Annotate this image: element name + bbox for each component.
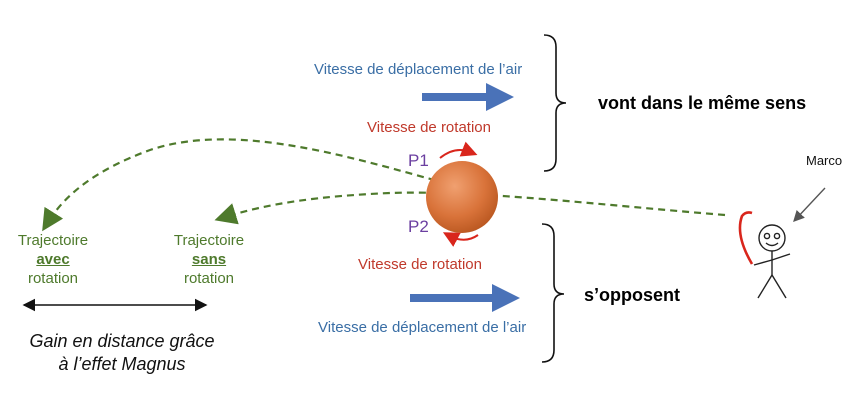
same-direction-label: vont dans le même sens (598, 93, 807, 113)
stick-figure (753, 224, 791, 299)
marco-label: Marco (806, 153, 843, 168)
trajectory-with-rotation-label: Trajectoire avec rotation (8, 232, 98, 288)
rotation-speed-label-top: Vitesse de rotation (367, 119, 491, 136)
trajectory-without-line3: rotation (183, 269, 235, 287)
brace-bottom (541, 223, 565, 363)
trajectory-without-rotation-path (214, 191, 726, 225)
rotation-arrow-top (439, 141, 478, 159)
rotation-arrow-bottom (442, 232, 479, 247)
marco-pointer-arrow (793, 187, 826, 223)
gain-line2: à l’effet Magnus (58, 353, 186, 374)
p2-label: P2 (408, 217, 429, 236)
trajectory-with-line1: Trajectoire (17, 232, 89, 249)
air-speed-label-top: Vitesse de déplacement de l’air (314, 61, 523, 78)
trajectory-without-keyword: sans (191, 250, 227, 268)
trajectory-with-line3: rotation (27, 269, 79, 287)
air-speed-arrow-top (422, 83, 514, 111)
trajectory-with-rotation-path (42, 138, 471, 232)
swing-stroke (738, 211, 754, 265)
rotation-speed-label-bottom: Vitesse de rotation (358, 256, 482, 273)
p1-label: P1 (408, 151, 429, 170)
oppose-label: s’opposent (584, 285, 681, 305)
gain-line1: Gain en distance grâce (29, 331, 215, 351)
trajectory-without-rotation-label: Trajectoire sans rotation (164, 232, 254, 288)
trajectory-without-line1: Trajectoire (173, 232, 245, 249)
air-speed-arrow-bottom (410, 284, 520, 312)
spinning-ball (426, 161, 498, 233)
brace-top (543, 34, 567, 172)
air-speed-label-bottom: Vitesse de déplacement de l’air (318, 319, 527, 336)
trajectory-with-keyword: avec (36, 250, 70, 268)
magnus-gain-caption: Gain en distance grâce à l’effet Magnus (12, 330, 232, 375)
